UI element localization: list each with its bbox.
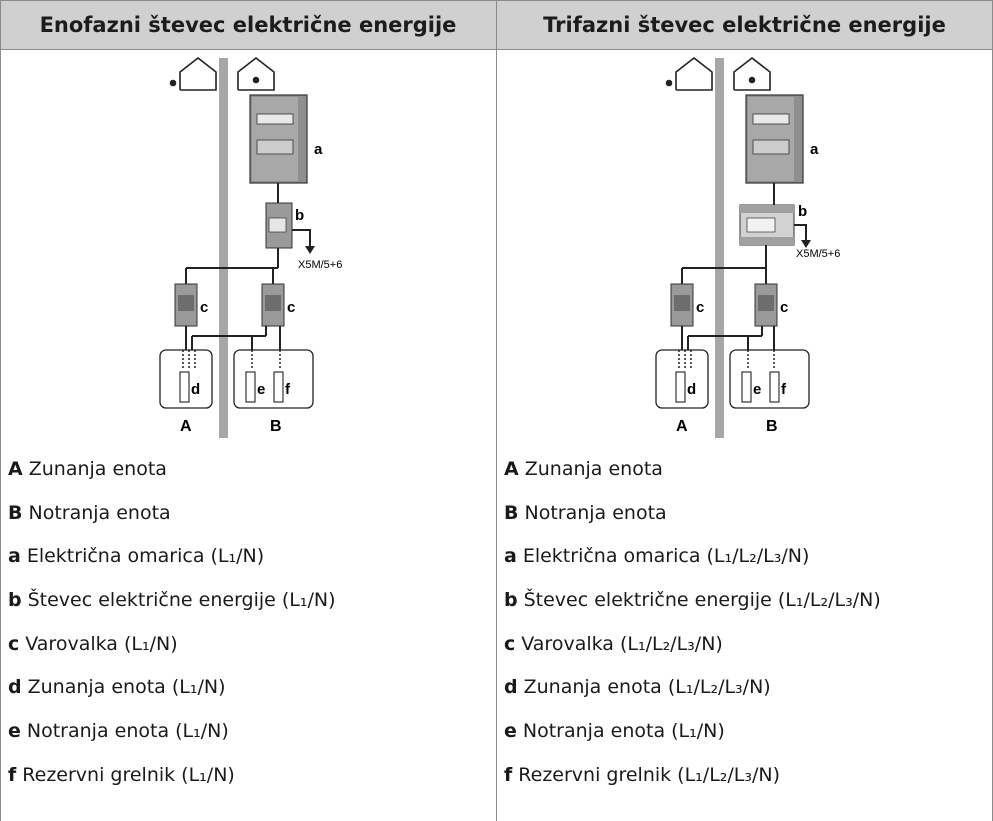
fuse-icon <box>670 283 694 327</box>
three-phase-column: Trifazni števec električne energije a <box>496 0 993 821</box>
label-c1: c <box>696 299 704 316</box>
label-e: e <box>753 381 761 398</box>
wall-divider <box>219 58 228 438</box>
three-phase-header: Trifazni števec električne energije <box>496 0 993 50</box>
center-divider <box>496 0 497 821</box>
single-phase-diagram: a b X5M/5+6 c <box>159 56 342 438</box>
label-a: a <box>810 141 819 158</box>
outdoor-unit-box <box>655 349 709 409</box>
electrical-cabinet-icon <box>745 94 804 184</box>
label-B: B <box>270 418 282 435</box>
outdoor-house-icon <box>169 56 217 91</box>
fuse-icon <box>174 283 198 327</box>
single-phase-column: Enofazni števec električne energije a <box>0 0 496 821</box>
label-A: A <box>180 418 192 435</box>
label-f: f <box>285 381 291 398</box>
indoor-unit-box <box>729 349 810 409</box>
label-c1: c <box>200 299 208 316</box>
three-phase-meter-icon <box>739 204 795 246</box>
left-border <box>0 0 1 821</box>
energy-meter-icon <box>265 202 293 249</box>
label-c2: c <box>287 299 295 316</box>
terminal-label: X5M/5+6 <box>298 259 342 271</box>
label-A: A <box>676 418 688 435</box>
indoor-unit-box <box>233 349 314 409</box>
three-phase-diagram: a b X5M/5+6 c <box>655 56 840 438</box>
electrical-cabinet-icon <box>249 94 308 184</box>
label-b: b <box>798 203 807 220</box>
label-a: a <box>314 141 323 158</box>
terminal-label: X5M/5+6 <box>796 248 840 260</box>
single-phase-header: Enofazni števec električne energije <box>0 0 496 50</box>
label-f: f <box>781 381 787 398</box>
label-d: d <box>687 381 696 398</box>
arrow-down-icon <box>801 240 811 248</box>
label-b: b <box>295 207 304 224</box>
indoor-house-icon <box>733 56 771 91</box>
indoor-house-icon <box>237 56 275 91</box>
label-d: d <box>191 381 200 398</box>
label-e: e <box>257 381 265 398</box>
fuse-icon <box>754 283 778 327</box>
wall-divider <box>715 58 724 438</box>
fuse-icon <box>261 283 285 327</box>
label-c2: c <box>780 299 788 316</box>
outdoor-unit-box <box>159 349 213 409</box>
label-B: B <box>766 418 778 435</box>
arrow-down-icon <box>305 246 315 254</box>
outdoor-house-icon <box>665 56 713 91</box>
